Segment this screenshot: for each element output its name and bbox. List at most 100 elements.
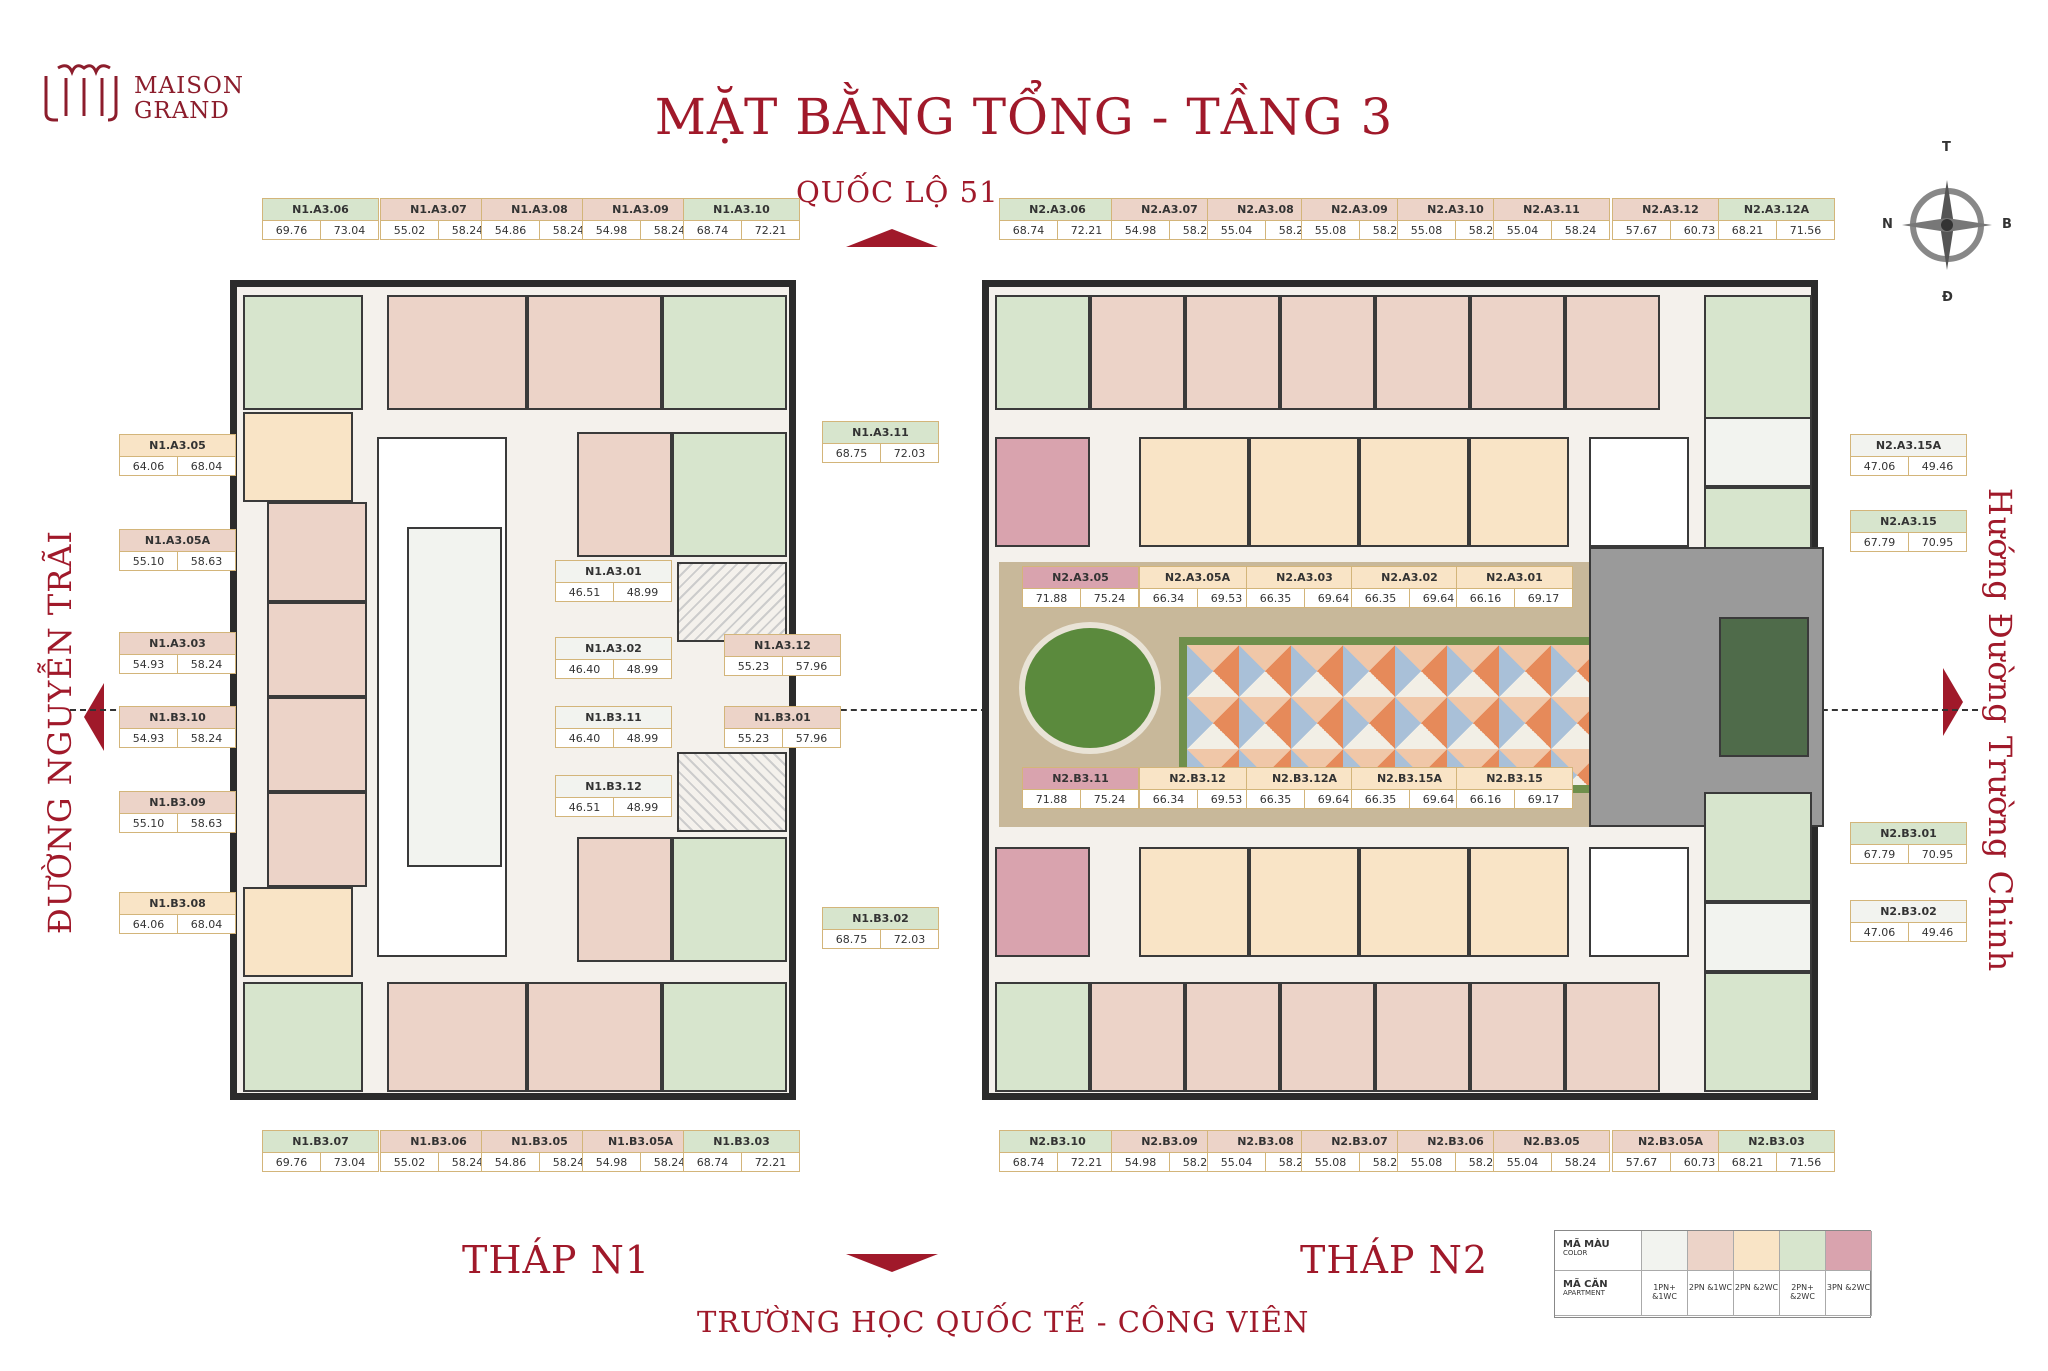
unit-area-net: 55.10	[120, 552, 178, 571]
unit-area-net: 55.04	[1208, 1153, 1266, 1172]
unit-block	[1470, 982, 1565, 1092]
unit-area-gross: 73.04	[333, 224, 366, 237]
unit-area-gross: 49.46	[1921, 926, 1954, 939]
unit-area-net: 54.98	[583, 1153, 641, 1172]
unit-code: N2.B3.12A	[1247, 768, 1362, 790]
brand-line-1: MAISON	[134, 73, 244, 99]
unit-area-gross: 58.24	[451, 224, 484, 237]
unit-area-net: 55.02	[381, 221, 439, 240]
unit-area-gross: 58.24	[1468, 1156, 1501, 1169]
compass: T N B Đ	[1882, 140, 2012, 310]
unit-area-gross: 69.64	[1317, 793, 1350, 806]
legend-swatch	[1642, 1231, 1688, 1271]
stair-terrace	[677, 562, 787, 642]
unit-block	[1565, 295, 1660, 410]
unit-code: N2.A3.15	[1851, 511, 1966, 533]
unit-area-net: 68.75	[823, 930, 881, 949]
brand-line-2: GRAND	[134, 98, 230, 124]
unit-area-gross: 69.64	[1422, 793, 1455, 806]
unit-block	[995, 437, 1090, 547]
unit-area-net: 64.06	[120, 915, 178, 934]
unit-area-net: 55.08	[1398, 1153, 1456, 1172]
unit-area-net: 66.34	[1140, 589, 1198, 608]
unit-area-gross: 73.04	[333, 1156, 366, 1169]
unit-area-gross: 58.24	[451, 1156, 484, 1169]
unit-code: N2.A3.06	[1000, 199, 1115, 221]
unit-block	[1359, 437, 1469, 547]
unit-block	[577, 432, 672, 557]
tower-n2-plan	[982, 280, 1824, 1100]
unit-block	[995, 295, 1090, 410]
unit-code: N2.B3.06	[1398, 1131, 1513, 1153]
unit-area-gross: 57.96	[795, 732, 828, 745]
lawn	[1019, 622, 1161, 754]
unit-area-gross: 48.99	[626, 801, 659, 814]
arrow-north-icon	[846, 229, 938, 247]
unit-code: N1.B3.03	[684, 1131, 799, 1153]
unit-area-gross: 58.24	[1182, 224, 1215, 237]
unit-area-net: 55.23	[725, 657, 783, 676]
unit-block	[1185, 295, 1280, 410]
unit-code: N2.B3.11	[1023, 768, 1138, 790]
unit-code: N2.B3.07	[1302, 1131, 1417, 1153]
unit-area-gross: 72.21	[754, 1156, 787, 1169]
unit-block	[1565, 982, 1660, 1092]
core	[1589, 847, 1689, 957]
legend-swatch	[1780, 1231, 1826, 1271]
unit-area-gross: 58.24	[653, 224, 686, 237]
unit-code: N1.A3.07	[381, 199, 496, 221]
unit-block	[267, 697, 367, 792]
unit-block	[995, 982, 1090, 1092]
unit-area-gross: 58.24	[552, 224, 585, 237]
unit-code: N2.A3.05	[1023, 567, 1138, 589]
road-south: TRƯỜNG HỌC QUỐC TẾ - CÔNG VIÊN	[697, 1305, 1310, 1339]
garden	[1719, 617, 1809, 757]
unit-area-gross: 58.63	[190, 817, 223, 830]
unit-block	[662, 982, 787, 1092]
unit-block	[1280, 982, 1375, 1092]
unit-area-net: 55.23	[725, 729, 783, 748]
unit-block	[267, 502, 367, 602]
unit-code: N2.B3.15A	[1352, 768, 1467, 790]
unit-area-net: 66.16	[1457, 790, 1515, 809]
unit-code: N1.B3.05	[482, 1131, 597, 1153]
unit-area-net: 68.74	[684, 221, 742, 240]
